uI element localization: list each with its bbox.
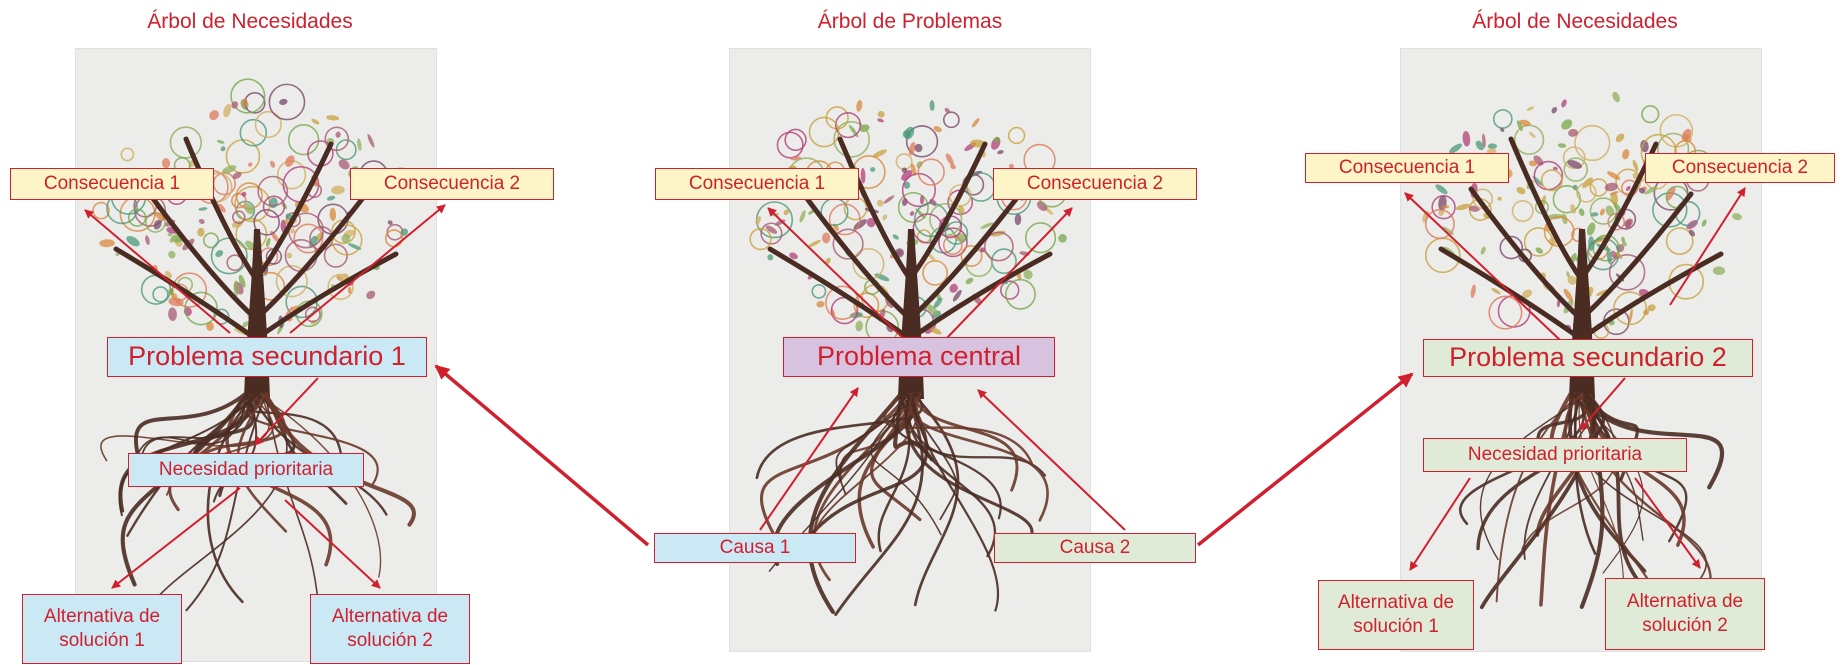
tree-2-cause-2: Causa 2 <box>994 533 1196 563</box>
tree-1-consequence-1: Consecuencia 1 <box>10 168 214 200</box>
tree-2-consequence-2: Consecuencia 2 <box>993 168 1197 200</box>
tree-3-problem: Problema secundario 2 <box>1423 339 1753 377</box>
tree-2-cause-1: Causa 1 <box>654 533 856 563</box>
tree-1-alternative-1: Alternativa de solución 1 <box>22 594 182 664</box>
tree-1-need: Necesidad prioritaria <box>128 453 364 487</box>
tree-1-consequence-2: Consecuencia 2 <box>350 168 554 200</box>
tree-2-title: Árbol de Problemas <box>740 10 1080 34</box>
tree-3-alternative-1: Alternativa de solución 1 <box>1318 580 1474 650</box>
tree-1-title: Árbol de Necesidades <box>90 10 410 34</box>
tree-3-title: Árbol de Necesidades <box>1415 10 1735 34</box>
tree-2-problem: Problema central <box>783 337 1055 377</box>
tree-3-alternative-2: Alternativa de solución 2 <box>1605 578 1765 650</box>
tree-1-problem: Problema secundario 1 <box>107 337 427 377</box>
tree-3-consequence-1: Consecuencia 1 <box>1305 153 1509 183</box>
tree-2-consequence-1: Consecuencia 1 <box>655 168 859 200</box>
tree-1-alternative-2: Alternativa de solución 2 <box>310 594 470 664</box>
tree-3-need: Necesidad prioritaria <box>1423 438 1687 472</box>
tree-3-consequence-2: Consecuencia 2 <box>1645 153 1835 183</box>
